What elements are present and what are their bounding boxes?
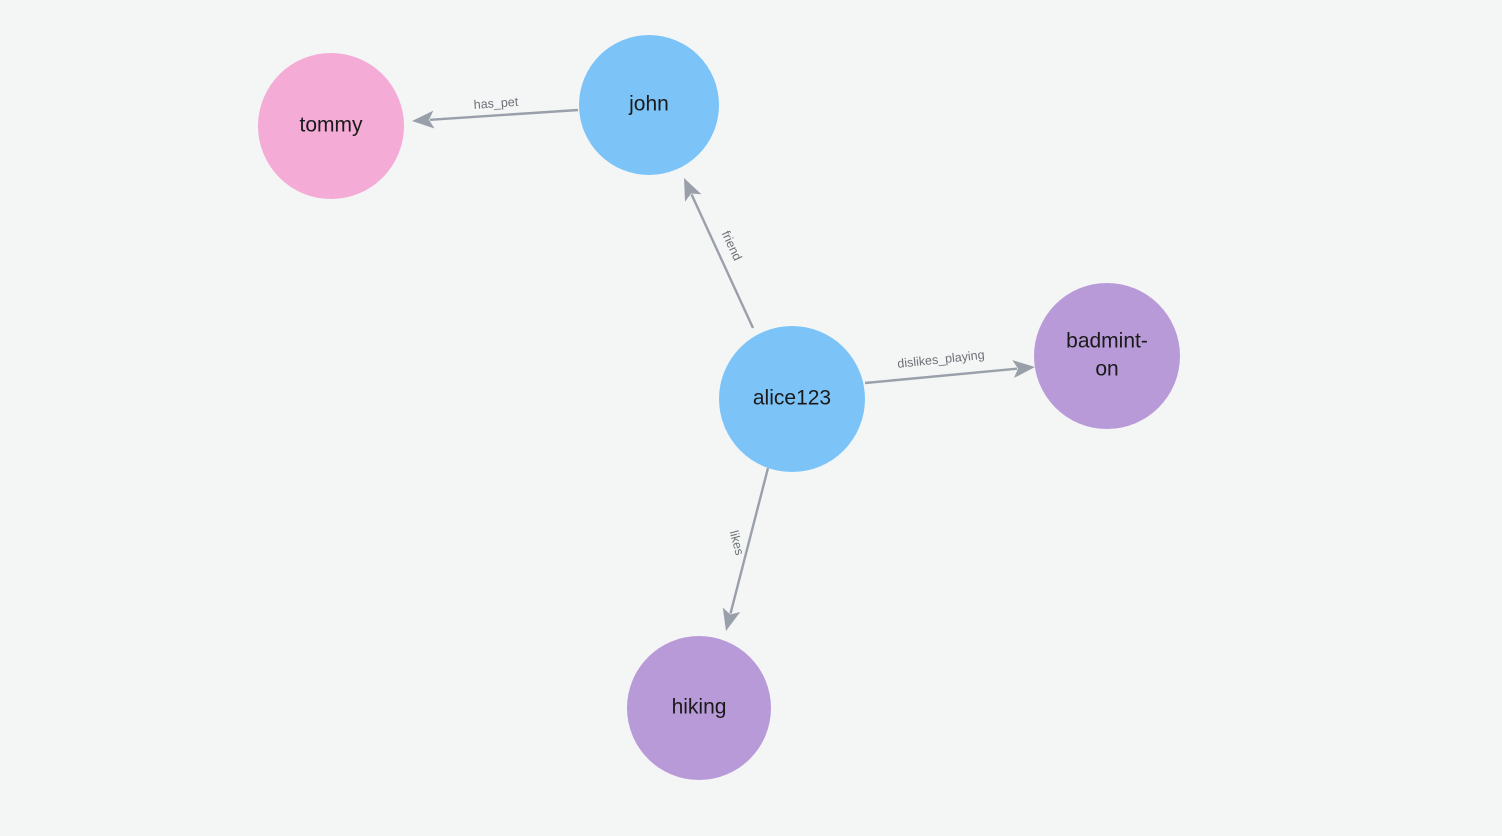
edge-label: likes — [727, 529, 747, 557]
edge-line — [729, 467, 770, 614]
edge-arrowhead-icon — [1012, 360, 1035, 379]
node-circle[interactable] — [579, 35, 719, 175]
edge-arrowhead-icon — [722, 607, 741, 631]
node-circle[interactable] — [627, 636, 771, 780]
node-circle[interactable] — [258, 53, 404, 199]
edge-arrowhead-icon — [684, 178, 702, 202]
edge-label: has_pet — [473, 95, 519, 112]
graph-edge[interactable]: has_pet — [412, 95, 579, 129]
graph-node-hiking[interactable]: hiking — [627, 636, 771, 780]
graph-node-tommy[interactable]: tommy — [258, 53, 404, 199]
graph-node-badminton[interactable]: badmint-on — [1034, 283, 1180, 429]
edge-line — [429, 108, 579, 122]
nodes-layer: tommy john alice123 badmint-on hiking — [258, 35, 1180, 780]
graph-edge[interactable]: likes — [722, 467, 770, 631]
node-circle[interactable] — [719, 326, 865, 472]
graph-node-alice123[interactable]: alice123 — [719, 326, 865, 472]
node-circle[interactable] — [1034, 283, 1180, 429]
edge-line — [864, 367, 1018, 385]
edge-line — [690, 193, 755, 329]
edge-arrowhead-icon — [412, 110, 435, 129]
graph-node-john[interactable]: john — [579, 35, 719, 175]
